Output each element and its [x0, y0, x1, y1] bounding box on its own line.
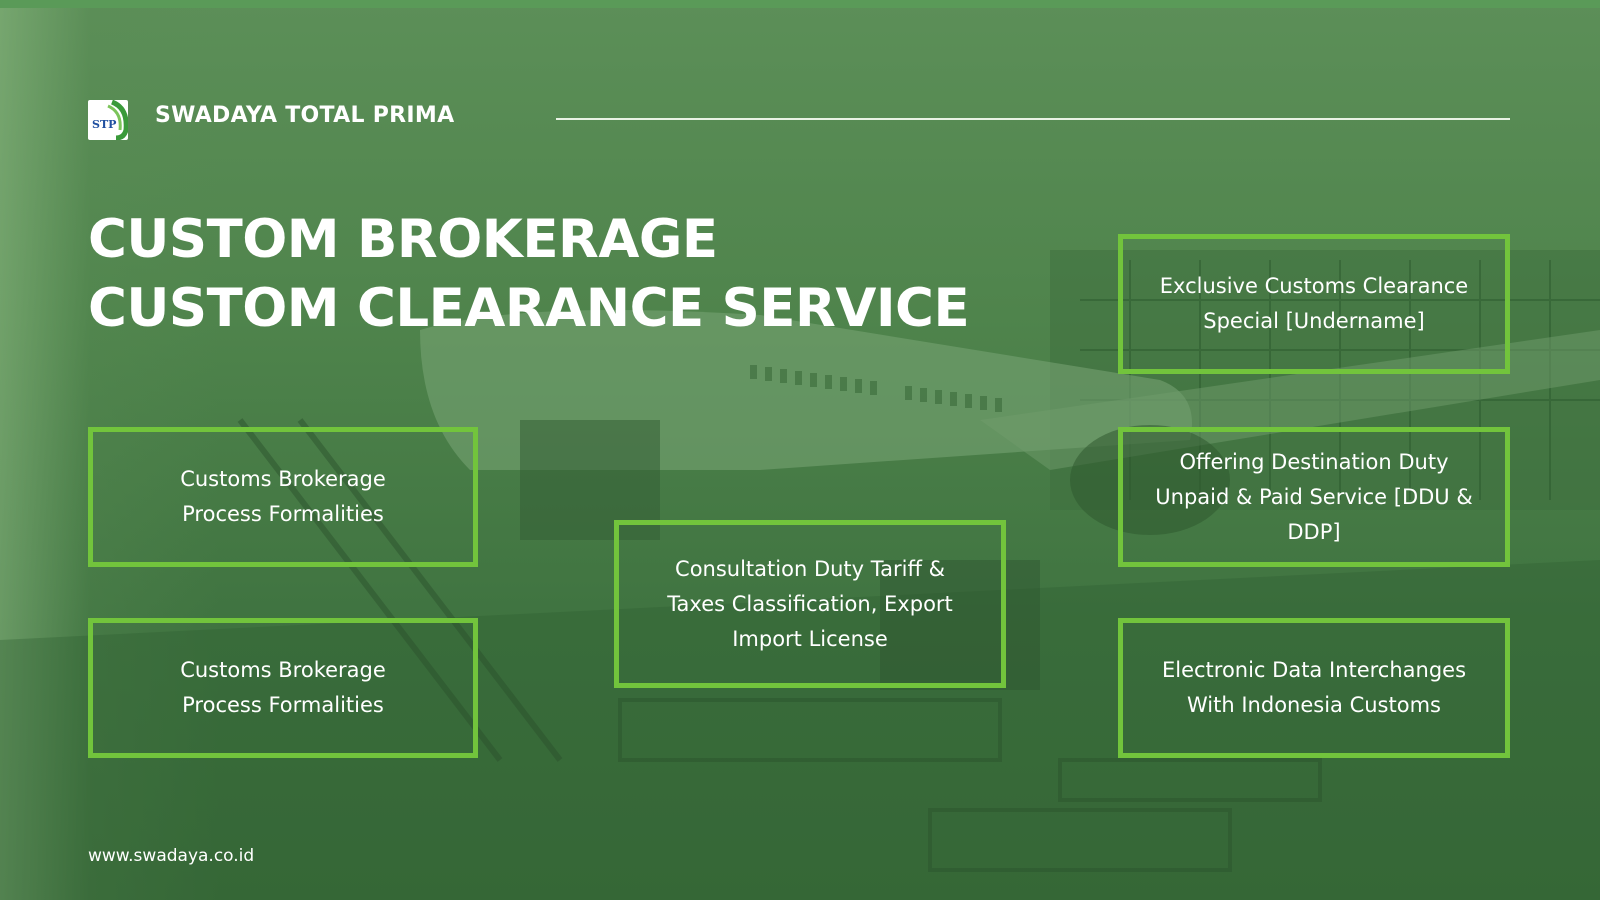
logo-letters: STP — [92, 118, 116, 131]
company-name: SWADAYA TOTAL PRIMA — [155, 103, 455, 128]
service-text: DDP] — [1287, 519, 1341, 544]
service-text: Unpaid & Paid Service [DDU & — [1155, 484, 1473, 509]
service-box-edi: Electronic Data Interchanges With Indone… — [1118, 618, 1510, 758]
website-url: www.swadaya.co.id — [88, 846, 255, 866]
header-divider — [556, 118, 1510, 120]
service-box-brokerage-2: Customs Brokerage Process Formalities — [88, 618, 478, 758]
service-text: Import License — [732, 626, 888, 651]
company-logo: STP — [88, 100, 128, 140]
service-box-exclusive-clearance: Exclusive Customs Clearance Special [Und… — [1118, 234, 1510, 374]
service-text: Exclusive Customs Clearance — [1159, 274, 1469, 298]
service-box-ddu-ddp: Offering Destination Duty Unpaid & Paid … — [1118, 427, 1510, 567]
service-text: Consultation Duty Tariff & — [675, 556, 945, 581]
title-line-2: CUSTOM CLEARANCE SERVICE — [88, 278, 970, 339]
page-title: CUSTOM BROKERAGE CUSTOM CLEARANCE SERVIC… — [88, 205, 970, 343]
stp-logo-icon: STP — [92, 100, 128, 140]
service-box-consultation: Consultation Duty Tariff & Taxes Classif… — [614, 520, 1006, 688]
service-text: Customs Brokerage — [180, 658, 386, 682]
service-text: Offering Destination Duty — [1179, 449, 1449, 474]
service-text: Electronic Data Interchanges — [1161, 658, 1467, 682]
top-accent-bar — [0, 0, 1600, 8]
service-text: Process Formalities — [182, 502, 384, 526]
service-text: Process Formalities — [182, 693, 384, 717]
service-text: Taxes Classification, Export — [667, 591, 953, 616]
service-box-brokerage-1: Customs Brokerage Process Formalities — [88, 427, 478, 567]
service-text: Customs Brokerage — [180, 467, 386, 491]
service-text: Special [Undername] — [1203, 309, 1425, 333]
title-line-1: CUSTOM BROKERAGE — [88, 209, 718, 270]
service-text: With Indonesia Customs — [1187, 693, 1441, 717]
